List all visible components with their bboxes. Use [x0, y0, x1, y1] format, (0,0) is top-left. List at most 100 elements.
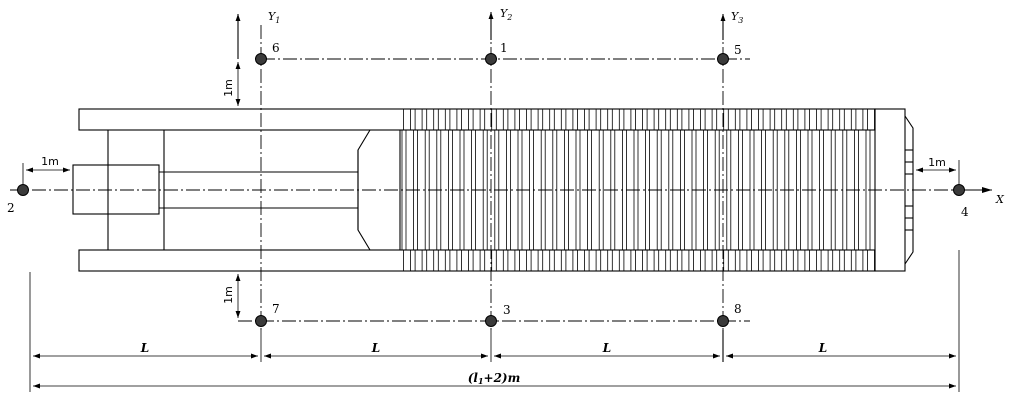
plate-handle [785, 108, 794, 131]
plate-handle [461, 249, 469, 272]
plate-handle [611, 249, 620, 272]
plate-handle [809, 108, 817, 131]
plate-handle [739, 249, 748, 272]
plate-handle [646, 249, 655, 272]
plate-handle [693, 108, 701, 131]
plate-handle [600, 108, 609, 131]
plate-handle [403, 108, 411, 131]
plate-handle [437, 108, 446, 131]
plate-handle [658, 249, 667, 272]
axis-label-x: X [995, 193, 1005, 206]
plate-handle [635, 249, 643, 272]
plate-handle [704, 108, 713, 131]
plate-handle [762, 108, 771, 131]
plate-handle [426, 108, 435, 131]
plate-handle [797, 108, 806, 131]
plate-handle [495, 108, 504, 131]
offset-label-top: 1m [222, 79, 235, 97]
plate-handle [669, 108, 678, 131]
point-label-5: 5 [734, 43, 742, 57]
point-7-marker [255, 315, 267, 327]
axis-label-y1: Y1 [268, 10, 280, 25]
point-label-3: 3 [503, 303, 511, 317]
plate-handle [461, 108, 469, 131]
plate-handle [843, 249, 852, 272]
plate-handle [449, 249, 458, 272]
segment-label-1: L [140, 341, 149, 355]
plate-handle [472, 249, 481, 272]
plate-handle [577, 249, 585, 272]
plate-handle [669, 249, 678, 272]
offset-label-bottom: 1m [222, 286, 235, 304]
total-length-label: (l1+2)m [468, 371, 521, 386]
plate-handle [855, 249, 864, 272]
plate-handle [843, 108, 852, 131]
plate-handle [530, 249, 539, 272]
offset-label-left: 1m [41, 155, 59, 168]
plate-handle [716, 249, 725, 272]
axis-label-y2: Y2 [500, 7, 512, 22]
plate-handle [623, 249, 632, 272]
point-label-2: 2 [7, 201, 15, 215]
plate-handle [553, 249, 562, 272]
plate-handle [542, 108, 551, 131]
plate-handle [867, 249, 875, 272]
plate-handle [519, 108, 527, 131]
plate-handle [797, 249, 806, 272]
plate-handle [832, 249, 841, 272]
plate-handle [484, 249, 493, 272]
plate-handle [507, 249, 516, 272]
plate-handle [704, 249, 713, 272]
center-lines [10, 25, 960, 330]
plate-handle [774, 249, 783, 272]
point-label-1: 1 [500, 41, 508, 55]
plate-handle [530, 108, 539, 131]
plate-handle [600, 249, 609, 272]
plate-handle [832, 108, 841, 131]
plate-handle [437, 249, 446, 272]
plate-handle [403, 249, 411, 272]
plate-handle [565, 249, 574, 272]
segment-label-3: L [602, 341, 611, 355]
plate-handle [449, 108, 458, 131]
segment-label-4: L [818, 341, 827, 355]
point-label-4: 4 [961, 205, 969, 219]
plate-handle [646, 108, 655, 131]
point-labels: 1 2 3 4 5 6 7 8 [7, 41, 969, 317]
plate-handle [577, 108, 585, 131]
plate-handle [519, 249, 527, 272]
plate-handle [495, 249, 504, 272]
plate-handle [658, 108, 667, 131]
point-4-marker [953, 184, 965, 196]
measurement-points [17, 53, 965, 327]
plate-handle [727, 249, 736, 272]
plate-handle [507, 108, 516, 131]
plate-handle [611, 108, 620, 131]
plate-handle [751, 249, 759, 272]
point-8-marker [717, 315, 729, 327]
plate-handle [774, 108, 783, 131]
plate-handle [472, 108, 481, 131]
plate-handle [414, 249, 423, 272]
plate-handle [751, 108, 759, 131]
plate-handle [414, 108, 423, 131]
plate-handle [809, 249, 817, 272]
plate-handle [542, 249, 551, 272]
point-2-marker [17, 184, 29, 196]
offset-label-right: 1m [928, 156, 946, 169]
axis-label-y3: Y3 [731, 10, 743, 25]
plate-handle [681, 108, 690, 131]
plate-handle [820, 249, 829, 272]
plate-handle [762, 249, 771, 272]
point-5-marker [717, 53, 729, 65]
plate-handle [693, 249, 701, 272]
plate-handle [716, 108, 725, 131]
plate-handle [426, 249, 435, 272]
plate-handle [588, 249, 597, 272]
point-6-marker [255, 53, 267, 65]
length-dimensions [29, 250, 960, 392]
plate-handle [739, 108, 748, 131]
plate-handle [623, 108, 632, 131]
point-label-7: 7 [272, 302, 280, 316]
